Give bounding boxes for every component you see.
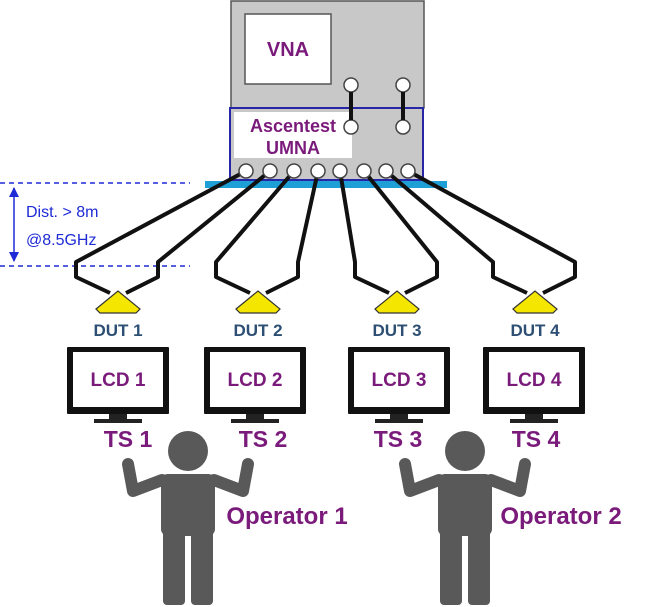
ts-label-3: TS 3: [374, 426, 423, 452]
cable-dut4-a: [384, 169, 528, 295]
vna-instrument: VNA: [230, 0, 425, 109]
umna-input-port-2: [395, 119, 411, 135]
umna-input-port-1: [343, 119, 359, 135]
lcd-label-1: LCD 1: [91, 370, 146, 391]
cable-dut1-b: [125, 169, 272, 295]
umna-output-port-8: [400, 163, 416, 179]
operator-label-1: Operator 1: [226, 503, 347, 530]
vna-port-2: [395, 77, 411, 93]
operator-1-right-arm: [208, 458, 254, 497]
dut-station-1: DUT 1 LCD 1 TS 1: [67, 290, 169, 452]
cable-dut1-a: [74, 169, 247, 295]
operator-2-torso: [438, 474, 492, 536]
operator-1-left-leg: [163, 528, 185, 605]
dut-station-3: DUT 3 LCD 3 TS 3: [348, 290, 450, 452]
cable-dut2-a: [214, 169, 296, 295]
mounting-rail: [205, 181, 447, 188]
lcd-base-4: [510, 419, 558, 423]
umna-output-port-3: [286, 163, 302, 179]
umna-label-panel: [234, 112, 352, 158]
lcd-screen-1: [73, 352, 163, 407]
umna-output-port-2: [262, 163, 278, 179]
operator-2-head: [445, 431, 485, 471]
umna-output-port-4: [310, 163, 326, 179]
lcd-stand-1: [109, 414, 127, 419]
lcd-screen-3: [354, 352, 444, 407]
umna-output-port-6: [356, 163, 372, 179]
dut-module-4: [512, 290, 558, 314]
cable-dut3-b: [362, 169, 439, 295]
dut-label-2: DUT 2: [233, 321, 282, 340]
vna-port-1: [343, 77, 359, 93]
lcd-label-3: LCD 3: [372, 370, 427, 391]
lcd-base-2: [231, 419, 279, 423]
dut-module-2: [235, 290, 281, 314]
operator-label-2: Operator 2: [500, 503, 621, 530]
operator-2: Operator 2: [399, 431, 622, 605]
operators: Operator 1 Operator 2: [122, 431, 622, 605]
vna-screen: [244, 13, 332, 85]
lcd-base-1: [94, 419, 142, 423]
cable-dut2-b: [265, 170, 320, 295]
operator-1-left-arm: [122, 458, 168, 497]
ts-label-2: TS 2: [239, 426, 288, 452]
dut-station-4: DUT 4 LCD 4 TS 4: [483, 290, 585, 452]
lcd-stand-4: [525, 414, 543, 419]
operator-2-right-arm: [485, 458, 531, 497]
umna-label-line2: UMNA: [266, 138, 320, 158]
lcd-stand-2: [246, 414, 264, 419]
lcd-stand-3: [390, 414, 408, 419]
umna-output-port-5: [332, 163, 348, 179]
umna-output-ports: [238, 163, 416, 179]
vna-label: VNA: [267, 39, 309, 61]
operator-2-left-arm: [399, 458, 445, 497]
dut-label-1: DUT 1: [93, 321, 142, 340]
dut-label-4: DUT 4: [510, 321, 560, 340]
dut-station-2: DUT 2 LCD 2 TS 2: [204, 290, 306, 452]
distance-annotation: Dist. > 8m @8.5GHz: [0, 182, 190, 267]
lcd-screen-4: [489, 352, 579, 407]
umna-label-line1: Ascentest: [250, 116, 336, 136]
umna-output-port-1: [238, 163, 254, 179]
dut-module-1: [95, 290, 141, 314]
operator-1-head: [168, 431, 208, 471]
dut-module-3: [374, 290, 420, 314]
ts-label-4: TS 4: [512, 426, 561, 452]
lcd-label-2: LCD 2: [228, 370, 283, 391]
operator-1-right-leg: [191, 528, 213, 605]
operator-2-right-leg: [468, 528, 490, 605]
dut-stations: DUT 1 LCD 1 TS 1 DUT 2 LCD 2 TS 2 DUT 3 LCD 3 TS…: [67, 290, 585, 452]
dut-label-3: DUT 3: [372, 321, 421, 340]
cable-dut3-a: [338, 170, 390, 295]
lcd-label-4: LCD 4: [507, 370, 562, 391]
lcd-screen-2: [210, 352, 300, 407]
operator-1: Operator 1: [122, 431, 348, 605]
umna-output-port-7: [378, 163, 394, 179]
ts-label-1: TS 1: [104, 426, 153, 452]
vna-umna-jumpers: [349, 92, 405, 120]
operator-1-torso: [161, 474, 215, 536]
rf-cables: [74, 169, 577, 295]
lcd-base-3: [375, 419, 423, 423]
cable-dut4-b: [407, 169, 577, 295]
distance-line2: @8.5GHz: [26, 232, 96, 249]
operator-2-left-leg: [440, 528, 462, 605]
distance-line1: Dist. > 8m: [26, 204, 98, 221]
umna-switch-unit: Ascentest UMNA: [229, 107, 424, 181]
